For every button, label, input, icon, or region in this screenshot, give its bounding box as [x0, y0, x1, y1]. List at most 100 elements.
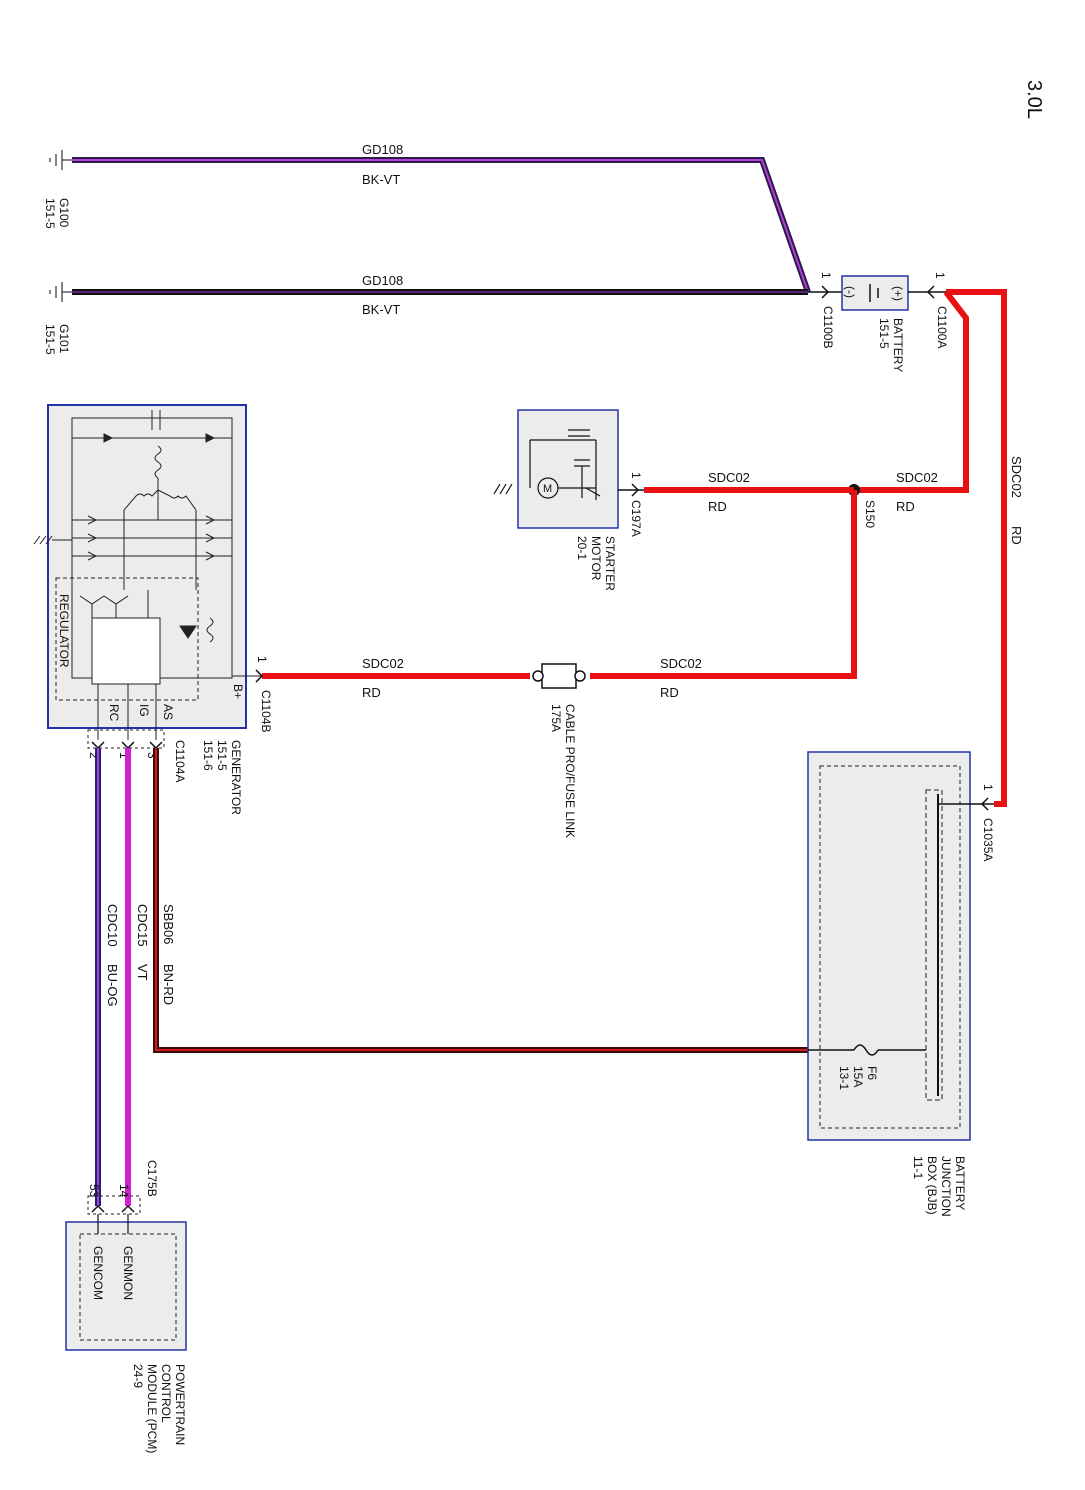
fuse-link-label: CABLE PRO/FUSE LINK [563, 704, 577, 838]
cdc10-circuit: CDC10 [105, 904, 120, 947]
c1100a-connector-symbol [926, 285, 935, 299]
battery-name: BATTERY [891, 318, 905, 372]
pcm-name-line1: POWERTRAIN [173, 1364, 187, 1445]
c197a-connector-symbol [631, 483, 640, 497]
bjb-name-line1: BATTERY [953, 1156, 967, 1210]
sdc02-gen-circuit: SDC02 [362, 656, 404, 671]
wire-gd108-top [72, 157, 811, 293]
sdc02-vertical-circuit: SDC02 [1009, 456, 1024, 498]
cdc10-color: BU-OG [105, 964, 120, 1007]
splice-s150-label: S150 [863, 500, 877, 528]
c1035a-pin: 1 [981, 784, 995, 791]
generator-ref-1: 151-5 [215, 740, 229, 771]
wire-sbb06 [153, 748, 808, 1053]
wire-sdc02-battery-to-bjb [946, 289, 1007, 807]
c175b-dashed-box [87, 1195, 141, 1215]
sdc02-fuse-color: RD [660, 685, 679, 700]
battery-pos-label: (+) [891, 286, 905, 301]
generator-bplus-label: B+ [231, 684, 245, 699]
c175b-pin-53: 53 [87, 1184, 101, 1198]
c1104b-connector-symbol [255, 669, 264, 683]
bjb-name-line3: BOX (BJB) [925, 1156, 939, 1215]
gd108-top-circuit: GD108 [362, 142, 403, 157]
pcm-genmon-label: GENMON [121, 1246, 135, 1300]
sdc02-starter-circuit: SDC02 [708, 470, 750, 485]
starter-ref: 20-1 [575, 536, 589, 560]
g100-label: G100 [57, 198, 71, 228]
generator-name: GENERATOR [229, 740, 243, 815]
regulator-label: REGULATOR [57, 594, 71, 668]
starter-name-line1: STARTER [603, 536, 617, 591]
generator-term-ig: IG [137, 704, 151, 717]
c197a-pin: 1 [629, 472, 643, 479]
fuse-f6-symbol [808, 1044, 926, 1056]
c175b-pin-14: 14 [117, 1184, 131, 1198]
ground-g101-symbol [49, 282, 72, 302]
svg-text:M: M [543, 483, 552, 495]
c1100a-label: C1100A [935, 306, 949, 348]
fuse-f6-ref: 13-1 [837, 1066, 851, 1090]
generator-term-leads [97, 675, 262, 740]
wire-sdc02-battery-to-splice [854, 290, 969, 493]
pcm-box [65, 1221, 187, 1351]
pcm-gencom-label: GENCOM [91, 1246, 105, 1300]
bjb-ref: 11-1 [911, 1156, 925, 1179]
g100-ref: 151-5 [43, 198, 57, 229]
sdc02-fuse-circuit: SDC02 [660, 656, 702, 671]
ground-g100-symbol [49, 150, 72, 170]
fuse-link-rating: 175A [549, 704, 563, 732]
c1035a-connector-symbol [980, 797, 989, 811]
sbb06-circuit: SBB06 [161, 904, 176, 944]
sbb06-color: BN-RD [161, 964, 176, 1005]
starter-name-line2: MOTOR [589, 536, 603, 581]
pcm-ref: 24-9 [131, 1364, 145, 1388]
c1104b-pin: 1 [255, 656, 269, 663]
bjb-name-line2: JUNCTION [939, 1156, 953, 1217]
wire-sdc02-splice-to-fuselink [590, 490, 857, 679]
pcm-dashed-inner [79, 1233, 177, 1341]
cdc15-circuit: CDC15 [135, 904, 150, 947]
c1100b-pin: 1 [819, 272, 833, 279]
fuse-f6-amp: 15A [851, 1066, 865, 1087]
c175b-connector-symbol [91, 1204, 135, 1213]
fuse-link-symbol [532, 663, 586, 689]
c1104a-pin-2: 2 [87, 752, 101, 759]
c1104a-label: C1104A [173, 740, 187, 782]
fuse-f6-id: F6 [865, 1066, 879, 1080]
c175b-label: C175B [145, 1160, 159, 1197]
c1035a-label: C1035A [981, 818, 995, 861]
g101-ref: 151-5 [43, 324, 57, 355]
generator-term-as: AS [161, 704, 175, 720]
bjb-box [807, 751, 971, 1141]
regulator-transistor-icon [79, 590, 214, 643]
battery-ref: 151-5 [877, 318, 891, 349]
pcm-name-line3: MODULE (PCM) [145, 1364, 159, 1453]
c1104a-pin-1: 1 [117, 752, 131, 759]
sdc02-starter-color: RD [708, 499, 727, 514]
c1104a-connector-symbol [91, 741, 163, 750]
regulator-dashed-box [55, 577, 199, 701]
battery-box [841, 275, 909, 311]
sdc02-vertical-color: RD [1009, 526, 1024, 545]
sdc02-splice-circuit: SDC02 [896, 470, 938, 485]
c1100b-connector-symbol [821, 285, 830, 299]
c197a-label: C197A [629, 500, 643, 537]
pcm-name-line2: CONTROL [159, 1364, 173, 1423]
starter-motor-box [517, 409, 619, 529]
generator-ref-2: 151-6 [201, 740, 215, 771]
c1100a-pin: 1 [933, 272, 947, 279]
g101-label: G101 [57, 324, 71, 354]
c1104b-label: C1104B [259, 690, 273, 732]
pcm-pin-leads [97, 1214, 129, 1234]
gd108-bottom-circuit: GD108 [362, 273, 403, 288]
c1104a-pin-3: 3 [145, 752, 159, 759]
gd108-bottom-color: BK-VT [362, 302, 400, 317]
battery-cell-icon [869, 284, 879, 302]
cdc15-color: VT [135, 964, 150, 981]
sdc02-gen-color: RD [362, 685, 381, 700]
bjb-busbar [925, 789, 943, 1101]
bjb-dashed-inner [819, 765, 961, 1129]
sdc02-splice-color: RD [896, 499, 915, 514]
generator-term-rc: RC [107, 704, 121, 722]
